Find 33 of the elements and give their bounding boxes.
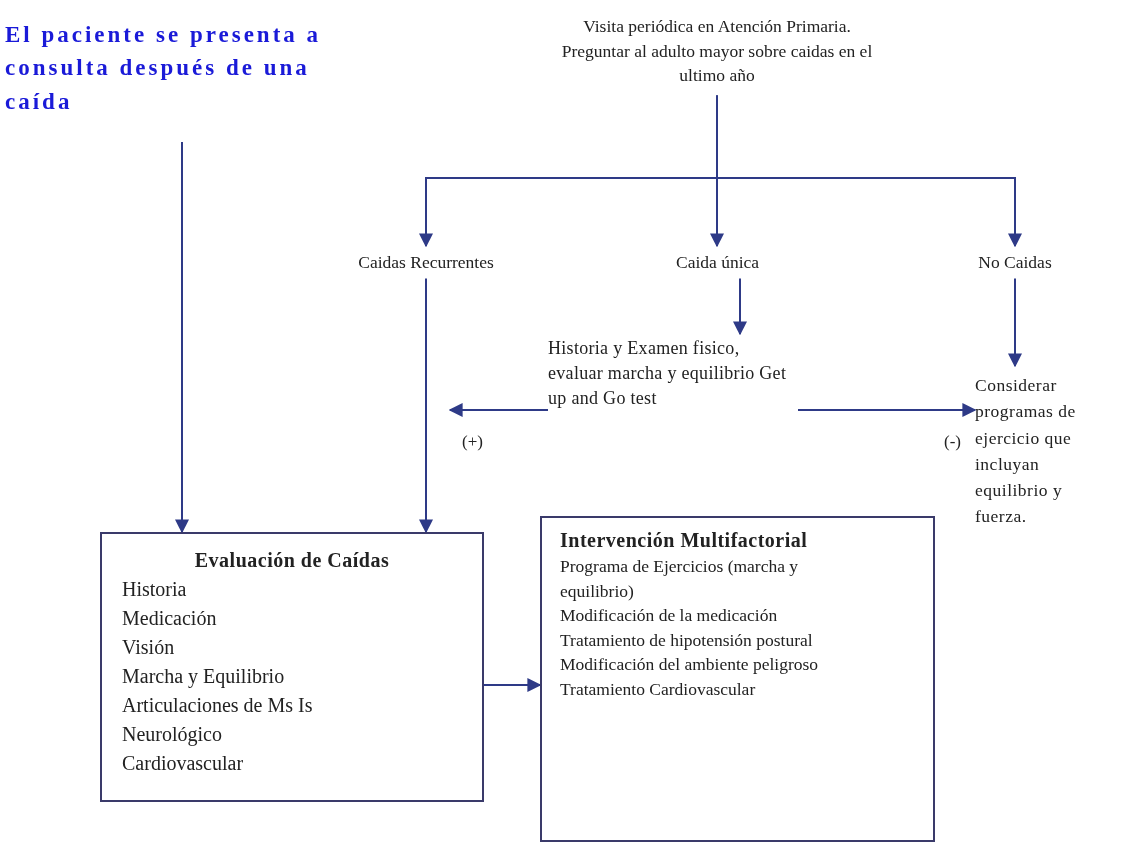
list-item: Neurológico	[122, 722, 223, 748]
edge-label: (-)	[942, 432, 963, 452]
list-item: Cardiovascular	[122, 751, 245, 776]
list-item: Articulaciones de Ms Is	[122, 693, 314, 718]
box-heading: Evaluación de Caídas	[193, 548, 391, 573]
branch-label: Caida única	[674, 251, 761, 274]
recommendation-text: Considerar programas de ejercicio que incluyan equilibrio y fuerza.	[975, 374, 1077, 529]
list-item: Historia	[122, 577, 188, 602]
arrow	[419, 277, 433, 534]
arrow	[733, 277, 747, 336]
start-note: El paciente se presenta a consulta después de una caída	[5, 21, 323, 116]
arrow	[175, 141, 189, 534]
list-item: Marcha y Equilibrio	[122, 664, 286, 690]
intervention-box	[540, 516, 935, 842]
arrow	[797, 403, 977, 417]
arrow	[448, 403, 549, 417]
list-item: Modificación del ambiente peligroso	[560, 653, 820, 676]
arrow	[483, 678, 542, 692]
edge-label: (+)	[460, 432, 485, 452]
list-item: Visión	[122, 635, 176, 660]
list-item: Programa de Ejercicios (marcha y equilibrio)	[560, 555, 800, 603]
arrow	[1008, 277, 1022, 368]
step-text: Historia y Examen fisico, evaluar marcha y equilibrio Get up and Go test	[548, 337, 788, 411]
start-note: Visita periódica en Atención Primaria. Preguntar al adulto mayor sobre caidas en el ultimo año	[560, 15, 874, 87]
branch-label: Caidas Recurrentes	[357, 251, 495, 274]
list-item: Tratamiento de hipotensión postural	[560, 628, 814, 652]
list-item: Modificación de la medicación	[560, 604, 779, 627]
list-item: Tratamiento Cardiovascular	[560, 677, 757, 701]
evaluation-box	[100, 532, 484, 802]
box-heading: Intervención Multifactorial	[560, 528, 809, 553]
branch-label: No Caidas	[977, 251, 1053, 274]
arrow	[716, 94, 1022, 248]
list-item: Medicación	[122, 606, 218, 631]
